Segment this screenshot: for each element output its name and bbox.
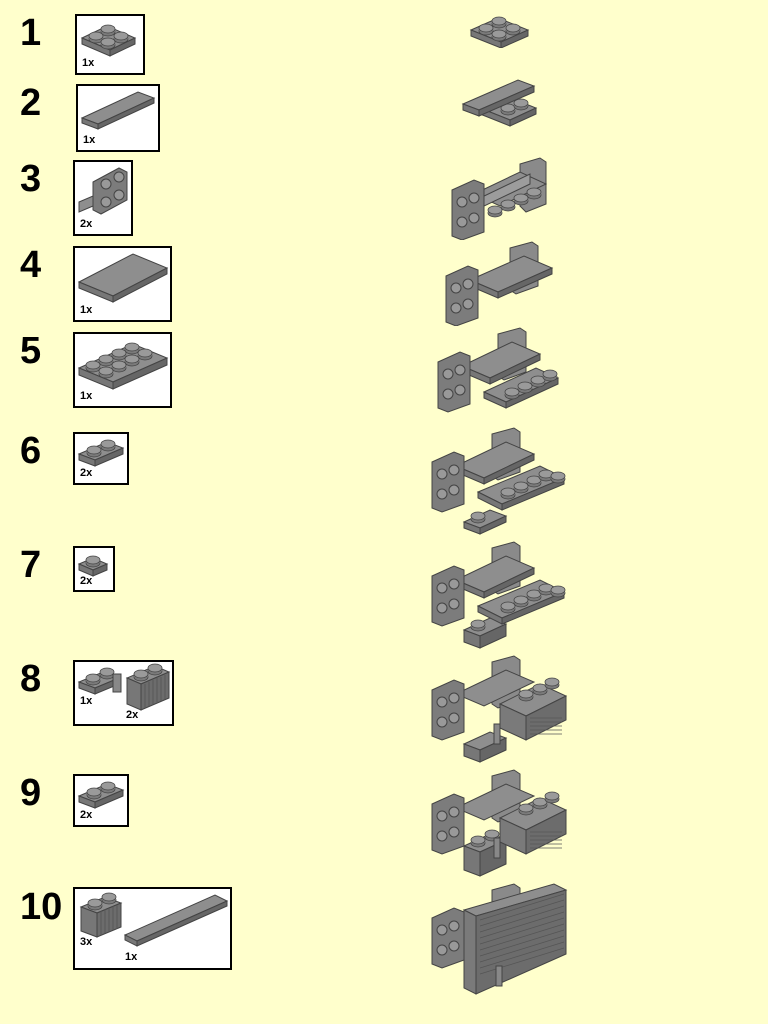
plate-1x2-icon [77,781,125,809]
part-quantity: 1x [83,134,96,146]
parts-callout: 1x [76,84,160,152]
part-quantity: 2x [80,575,93,587]
plate-1x1-icon [77,555,109,577]
hinge-and-grille-icons [77,663,171,711]
part-quantity: 1x [80,390,93,402]
parts-callout: 1x [73,246,172,322]
step-number: 6 [20,430,42,472]
part-quantity: 1x [80,695,93,707]
bracket-icon [78,167,128,215]
step-number: 2 [20,82,42,124]
grille-and-tile-1x6-icons [79,892,229,947]
assembly-step-10-illustration [431,883,568,995]
step-number: 1 [20,12,42,54]
part-quantity: 2x [80,467,93,479]
parts-callout: 2x [73,774,129,827]
plate-2x4-icon [77,342,169,390]
part-quantity: 1x [80,304,93,316]
part-quantity: 3x [80,936,93,948]
tile-2x4-icon [77,253,169,303]
part-quantity: 1x [125,951,138,963]
step-number: 9 [20,772,42,814]
step-number: 8 [20,658,42,700]
part-quantity: 1x [82,57,95,69]
parts-callout: 2x [73,160,133,236]
assembly-step-9-illustration [431,769,568,877]
part-quantity: 2x [126,709,139,721]
step-number: 10 [20,886,63,928]
assembly-step-5-illustration [437,327,560,413]
assembly-step-2-illustration [461,79,538,127]
parts-callout: 2x [73,432,129,485]
assembly-step-8-illustration [431,655,568,763]
parts-callout: 2x [73,546,115,592]
plate-2x2-icon [80,24,137,57]
assembly-step-1-illustration [469,16,530,48]
assembly-step-6-illustration [431,427,566,535]
assembly-step-3-illustration [451,157,548,240]
step-number: 4 [20,244,42,286]
assembly-step-4-illustration [445,241,554,326]
step-number: 3 [20,158,42,200]
parts-callout: 1x [75,14,145,75]
plate-1x2-icon [77,439,125,467]
tile-1x4-icon [80,91,156,130]
parts-callout: 3x 1x [73,887,232,970]
parts-callout: 1x [73,332,172,408]
part-quantity: 2x [80,218,93,230]
assembly-step-7-illustration [431,541,566,649]
parts-callout: 1x 2x [73,660,174,726]
step-number: 5 [20,330,42,372]
part-quantity: 2x [80,809,93,821]
step-number: 7 [20,544,42,586]
